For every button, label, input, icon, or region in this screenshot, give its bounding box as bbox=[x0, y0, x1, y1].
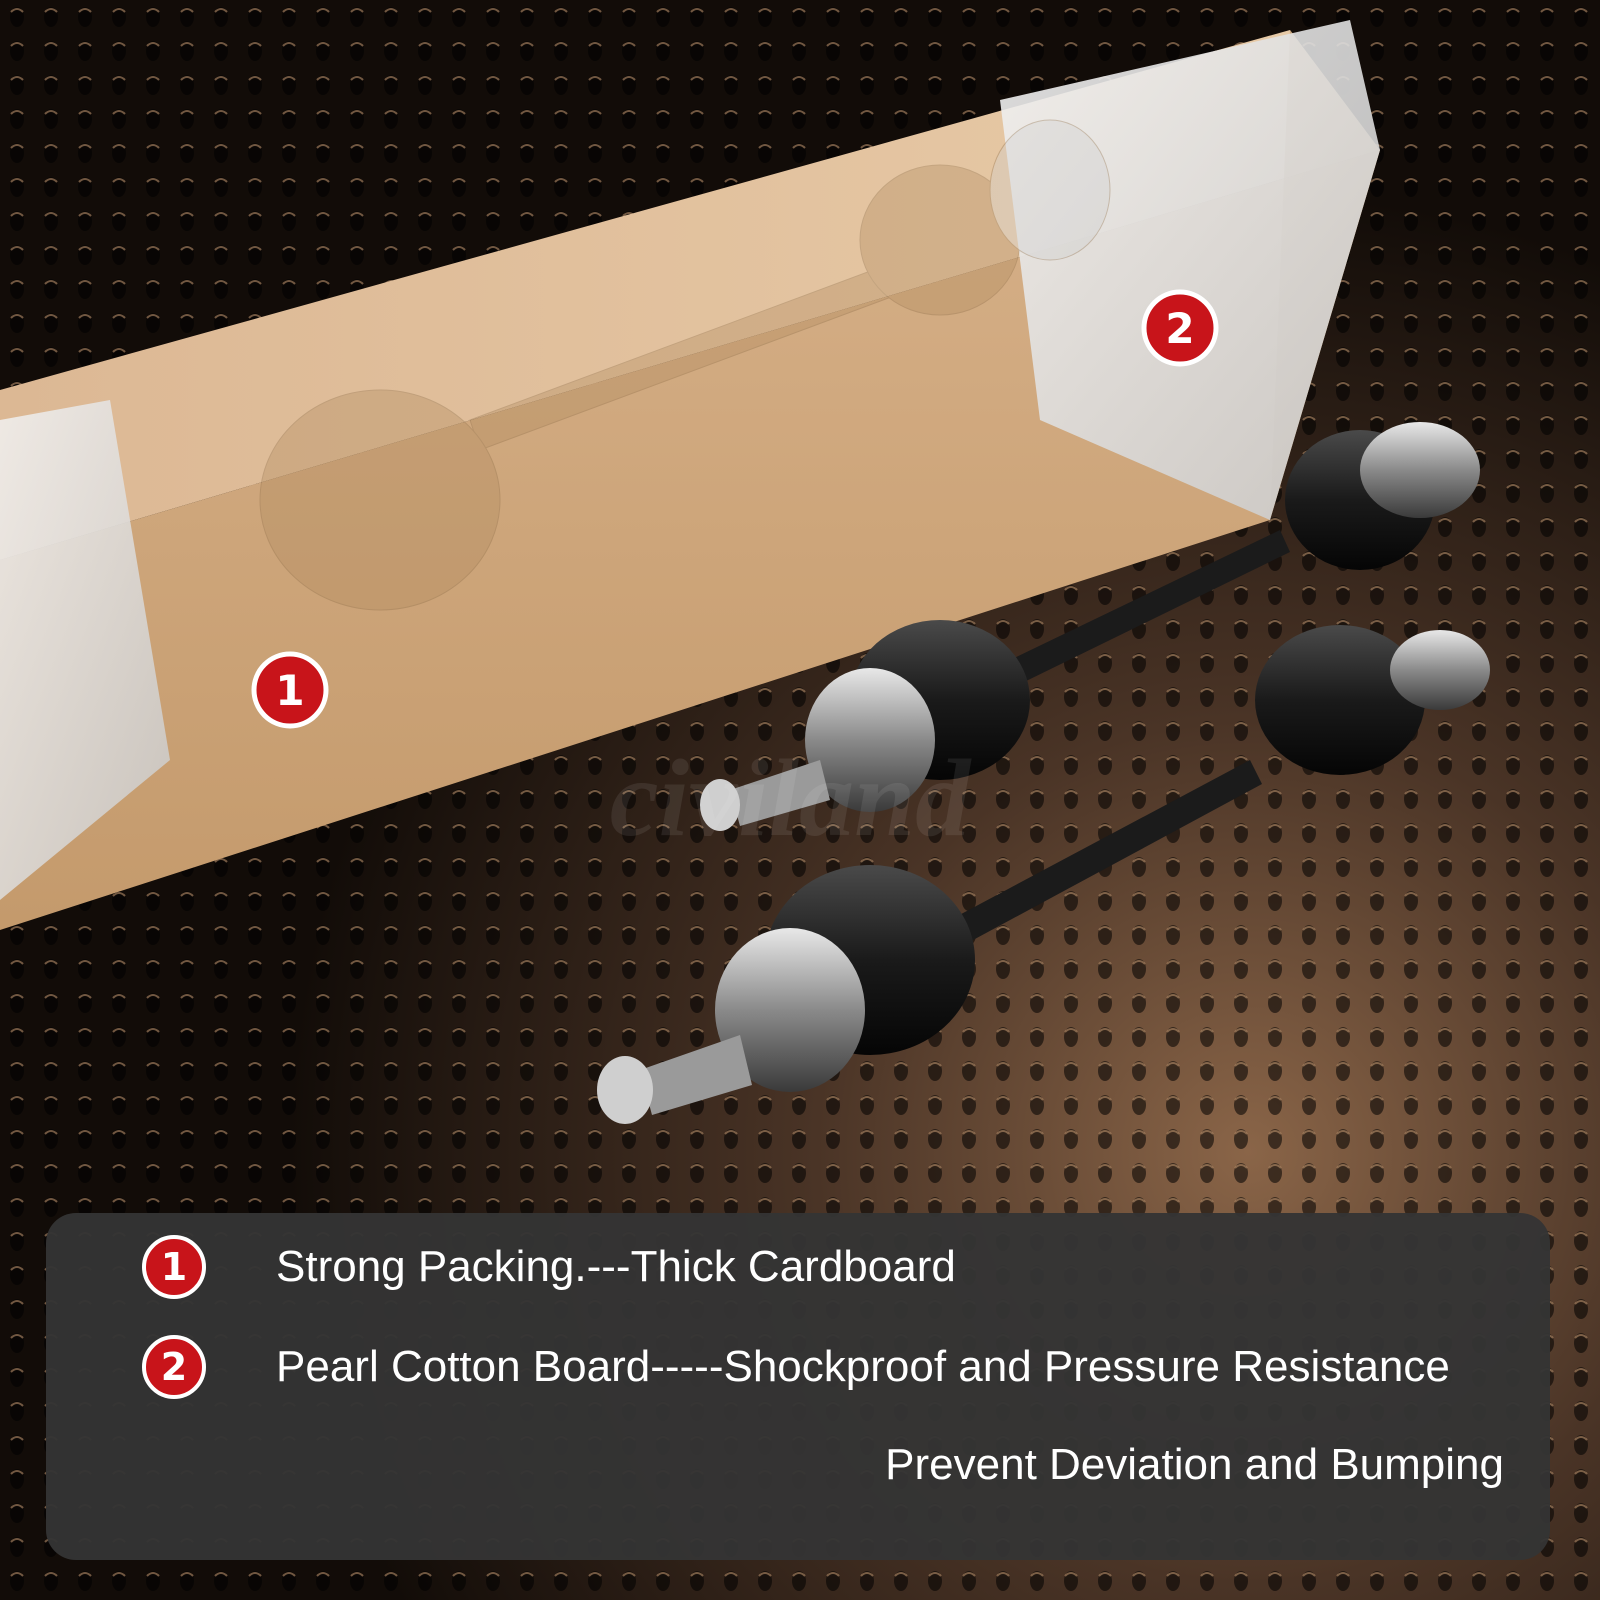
callout-extra-text: Prevent Deviation and Bumping bbox=[885, 1440, 1504, 1489]
svg-text:1: 1 bbox=[275, 666, 304, 715]
drive-shaft-lower bbox=[597, 625, 1490, 1124]
info-panel: 1 Strong Packing.---Thick Cardboard 2 Pe… bbox=[46, 1213, 1550, 1560]
watermark: civiland bbox=[610, 737, 973, 859]
svg-text:2: 2 bbox=[1165, 304, 1194, 353]
number-badge: 1 bbox=[142, 1235, 206, 1299]
number-badge: 2 bbox=[142, 1335, 206, 1399]
callout-row: 1 Strong Packing.---Thick Cardboard bbox=[46, 1231, 1550, 1303]
image-badge-1: 1 bbox=[251, 651, 329, 729]
callout-row: 2 Pearl Cotton Board-----Shockproof and … bbox=[46, 1331, 1550, 1403]
image-badge-2: 2 bbox=[1141, 289, 1219, 367]
drive-shaft-upper bbox=[700, 422, 1480, 831]
callout-row-extra: Prevent Deviation and Bumping bbox=[46, 1429, 1550, 1501]
callout-text: Pearl Cotton Board-----Shockproof and Pr… bbox=[276, 1342, 1450, 1391]
callout-text: Strong Packing.---Thick Cardboard bbox=[276, 1242, 956, 1291]
cardboard-box bbox=[0, 20, 1380, 930]
